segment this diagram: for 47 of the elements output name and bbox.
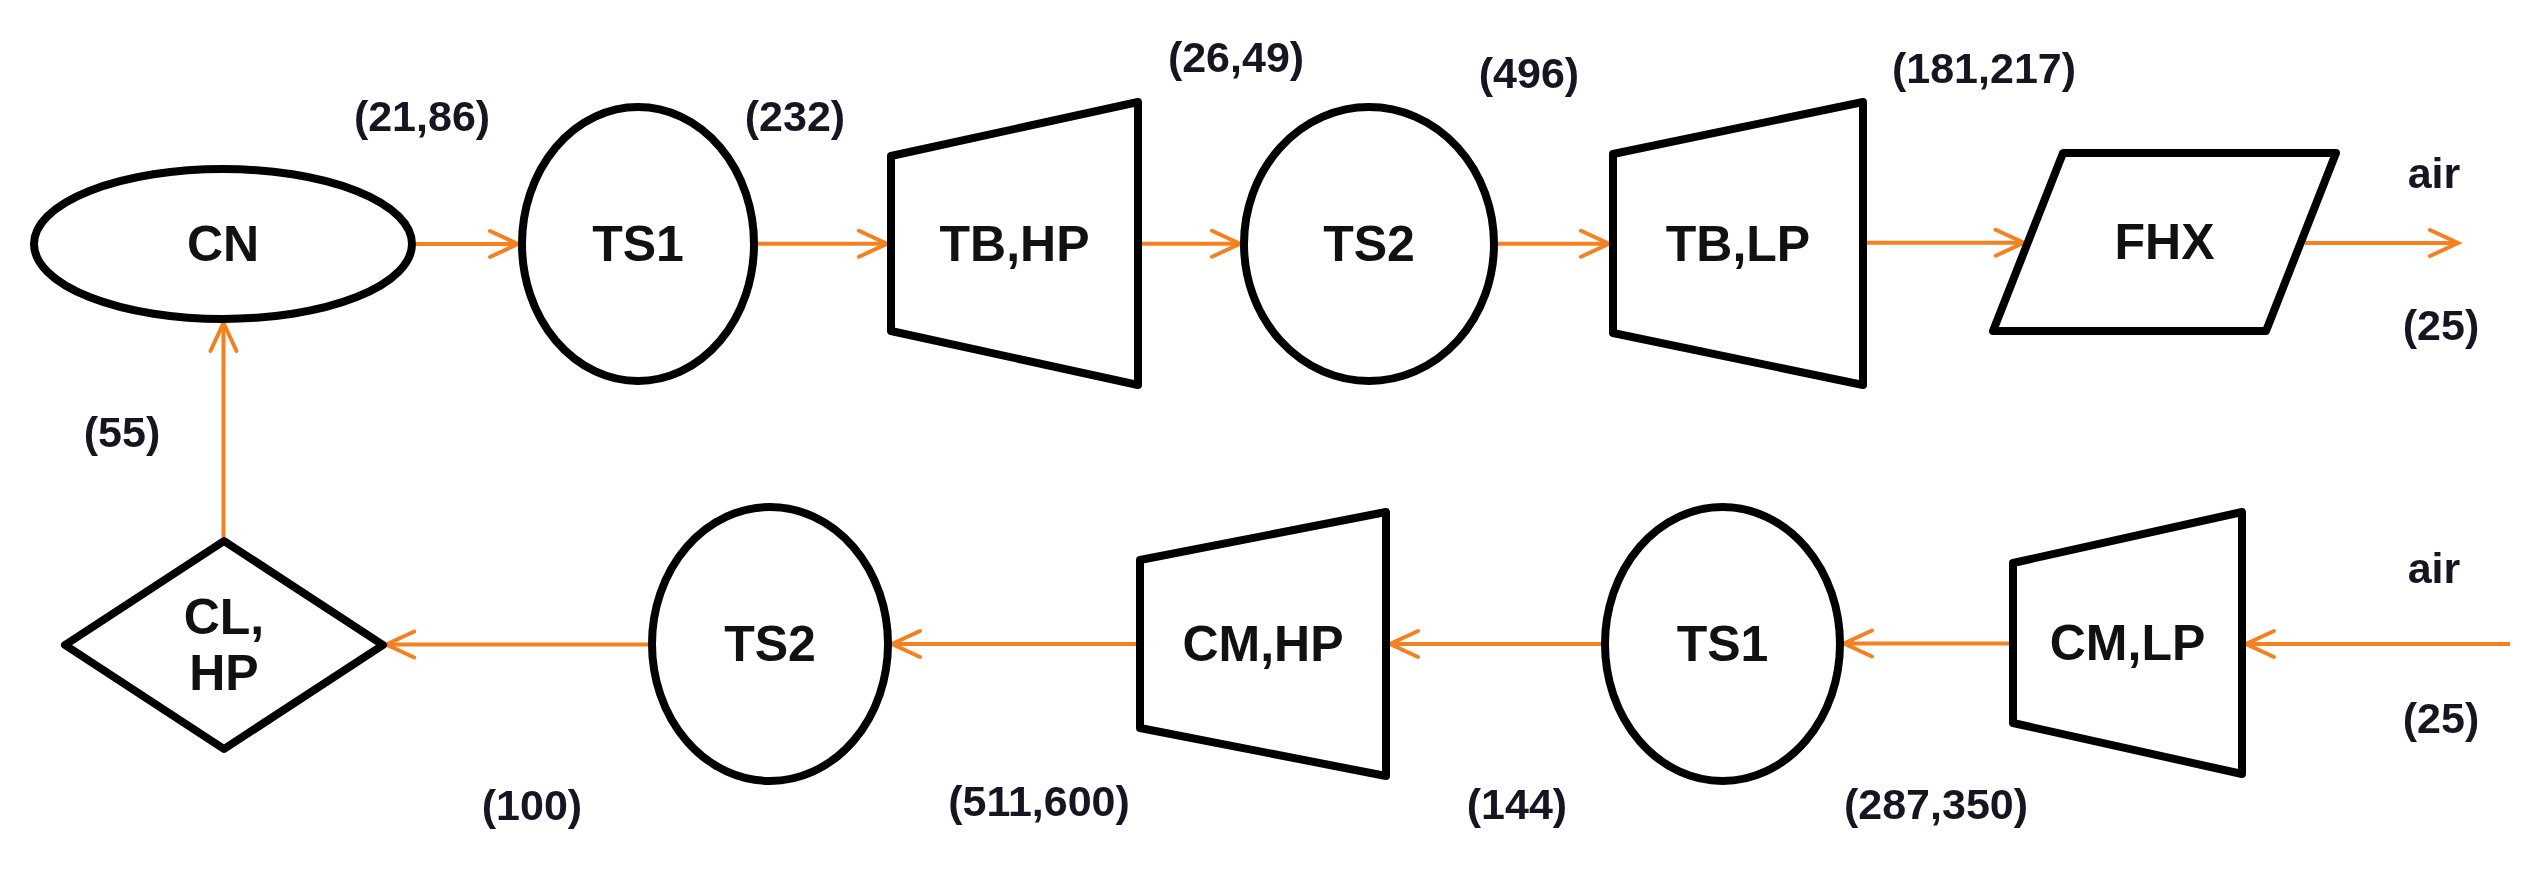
node-label: CM,HP [1182, 616, 1344, 672]
flow-arrow [1498, 228, 1611, 259]
value-label: (496) [1478, 50, 1580, 98]
node-label: TB,LP [1665, 215, 1811, 272]
value-label: (21,86) [353, 93, 491, 141]
value-label: (232) [744, 93, 846, 141]
node-label: TS2 [724, 616, 816, 672]
flow-arrow [890, 629, 1136, 659]
value-label: (100) [481, 782, 583, 830]
value-label: (144) [1466, 781, 1568, 829]
ellipse-node [30, 165, 416, 323]
value-label: (25) [2402, 695, 2480, 743]
stream-label: air [2407, 150, 2461, 198]
flow-arrow [384, 629, 648, 660]
flow-arrow [2244, 629, 2510, 659]
node-label: TB,HP [939, 215, 1090, 272]
flow-arrow [1867, 227, 2026, 258]
value-label: (287,350) [1843, 781, 2029, 829]
value-label: (511,600) [948, 778, 1130, 826]
value-label: (26,49) [1167, 34, 1305, 82]
flow-arrow [416, 229, 520, 259]
node-label: CL, HP [182, 589, 266, 701]
node-label: CN [186, 216, 260, 272]
trapezoid-node [1609, 98, 1867, 389]
flow-arrow [2304, 228, 2460, 258]
node-label: CM,LP [2049, 615, 2206, 671]
value-label: (181,217) [1891, 45, 2077, 93]
trapezoid-node [887, 98, 1142, 389]
diamond-node [61, 537, 387, 753]
node-label: TS2 [1323, 216, 1415, 272]
flow-arrow [1842, 628, 2009, 659]
node-label: TS1 [1676, 616, 1769, 672]
stream-label: air [2407, 545, 2461, 593]
flow-arrow [1142, 228, 1242, 259]
value-label: (25) [2402, 302, 2480, 350]
node-label: TS1 [592, 216, 684, 272]
ellipse-node [1240, 103, 1498, 385]
flow-arrow [208, 321, 239, 538]
flow-arrow [1388, 629, 1601, 659]
node-label: FHX [2114, 214, 2215, 270]
value-label: (55) [83, 409, 161, 457]
ellipse-node [1601, 503, 1844, 785]
parallelogram-node [1989, 149, 2340, 335]
trapezoid-node [1136, 508, 1390, 780]
flow-arrow [758, 228, 889, 259]
trapezoid-node [2009, 508, 2246, 778]
ellipse-node [648, 503, 892, 785]
